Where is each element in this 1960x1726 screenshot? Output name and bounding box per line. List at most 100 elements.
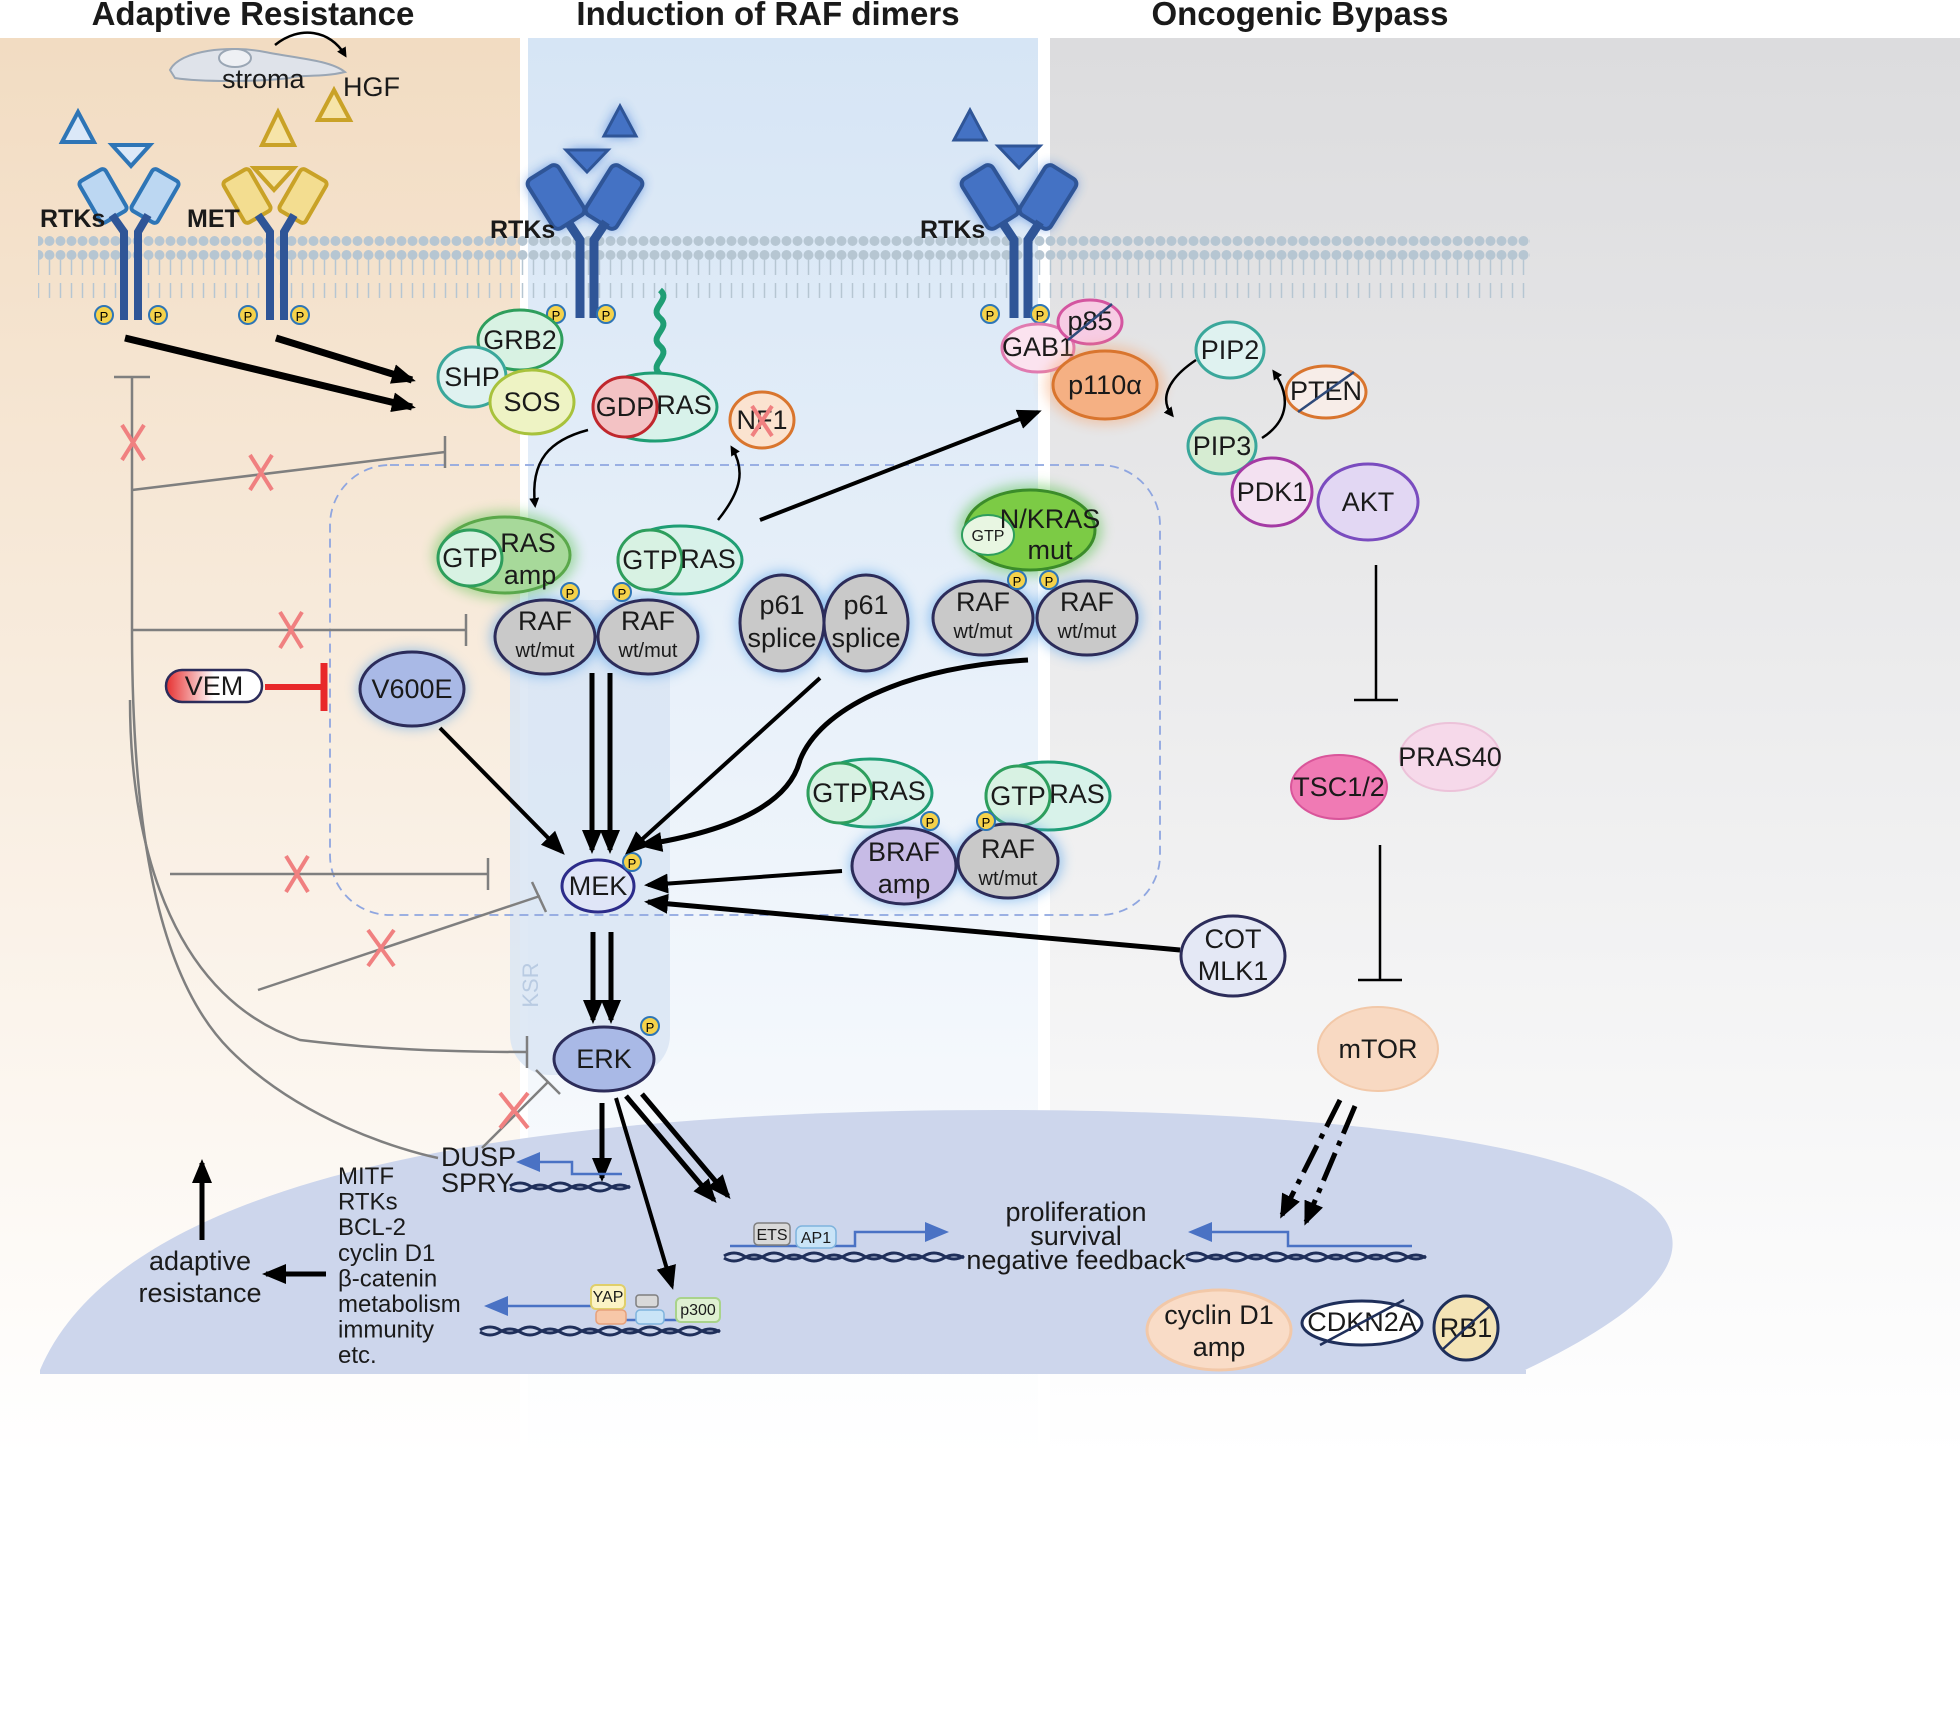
- gtp-node: [961, 514, 1015, 556]
- ras-membrane-anchor: [653, 287, 667, 377]
- gtp-node: [616, 528, 684, 592]
- target-gene-item: cyclin D1: [338, 1240, 435, 1267]
- svg-text:YAP: YAP: [593, 1289, 624, 1306]
- svg-text:ERK: ERK: [576, 1044, 632, 1074]
- svg-text:PRAS40: PRAS40: [1398, 742, 1502, 772]
- akt-inhibit-tsc: [1354, 565, 1402, 982]
- svg-text:PDK1: PDK1: [1237, 477, 1308, 507]
- svg-text:P: P: [1045, 574, 1054, 589]
- pip3-node: [1186, 416, 1258, 476]
- target-gene-item: BCL-2: [338, 1214, 406, 1241]
- p85-loss-slash: [1067, 303, 1113, 341]
- svg-text:amp: amp: [504, 560, 557, 590]
- met-label: MET: [187, 205, 240, 233]
- svg-text:RAF: RAF: [956, 587, 1010, 617]
- svg-text:wt/mut: wt/mut: [618, 640, 678, 662]
- raf-node: [1035, 579, 1139, 657]
- adaptive-resistance-label-1: adaptive: [149, 1246, 251, 1276]
- svg-text:GAB1: GAB1: [1002, 332, 1074, 362]
- svg-text:GDP: GDP: [596, 392, 655, 422]
- svg-text:wt/mut: wt/mut: [978, 868, 1038, 890]
- hgf-ligand: [249, 166, 299, 193]
- header-adaptive-resistance: Adaptive Resistance: [92, 0, 415, 32]
- svg-text:P: P: [566, 586, 575, 601]
- svg-text:P: P: [1036, 308, 1045, 323]
- svg-text:COT: COT: [1205, 924, 1262, 954]
- rtks-left-label: RTKs: [40, 205, 105, 233]
- phospho-braf: P P: [920, 811, 996, 831]
- rtks-right-label: RTKs: [920, 216, 985, 244]
- sos-node: [488, 368, 576, 436]
- target-gene-item: immunity: [338, 1317, 434, 1344]
- svg-text:MEK: MEK: [569, 871, 628, 901]
- rtk-receptor-left: [77, 167, 181, 320]
- pip2-node: [1194, 320, 1266, 380]
- ligand-triangle: [107, 143, 155, 169]
- hgf-ligand: [314, 85, 354, 122]
- svg-text:RAS: RAS: [656, 390, 712, 420]
- pdk1-node: [1230, 456, 1314, 528]
- svg-text:P: P: [926, 815, 935, 830]
- pras40-node: [1399, 722, 1501, 792]
- svg-text:mut: mut: [1027, 535, 1073, 565]
- rtk-receptor-middle: [525, 102, 645, 318]
- rtks-middle-label: RTKs: [490, 216, 555, 244]
- target-gene-item: metabolism: [338, 1291, 461, 1318]
- svg-text:P: P: [552, 308, 561, 323]
- svg-text:AP1: AP1: [801, 1230, 831, 1247]
- adaptive-resistance-label-2: resistance: [138, 1278, 261, 1308]
- svg-text:TSC1/2: TSC1/2: [1293, 772, 1385, 802]
- braf-amp-node: [850, 826, 958, 906]
- svg-text:P: P: [154, 309, 163, 324]
- svg-text:P: P: [296, 309, 305, 324]
- svg-text:V600E: V600E: [371, 674, 452, 704]
- mek-node: [560, 858, 636, 914]
- svg-text:P: P: [986, 308, 995, 323]
- outcome-survival: survival: [1030, 1221, 1122, 1251]
- svg-text:GTP: GTP: [990, 781, 1046, 811]
- cot-mlk1-node: [1179, 914, 1287, 998]
- svg-text:p110α: p110α: [1068, 370, 1142, 400]
- gtp-node: [806, 761, 874, 825]
- rb1-loss-slash: [1441, 1305, 1491, 1351]
- gab1-node: [1000, 322, 1076, 374]
- svg-text:RAS: RAS: [500, 528, 556, 558]
- svg-text:mTOR: mTOR: [1339, 1034, 1418, 1064]
- svg-text:p61: p61: [759, 590, 804, 620]
- gtp-node: [436, 528, 504, 588]
- stroma-label: stroma: [222, 64, 306, 94]
- svg-text:RAS: RAS: [680, 544, 736, 574]
- svg-text:GTP: GTP: [442, 543, 498, 573]
- svg-text:wt/mut: wt/mut: [515, 640, 575, 662]
- raf-node: [931, 579, 1035, 657]
- yap-gene: YAP p300: [479, 1284, 721, 1337]
- svg-text:VEM: VEM: [185, 671, 244, 701]
- svg-text:splice: splice: [747, 623, 816, 653]
- raf-node: [493, 598, 597, 676]
- svg-text:amp: amp: [878, 869, 931, 899]
- spry-label: SPRY: [441, 1168, 514, 1198]
- header-oncogenic-bypass: Oncogenic Bypass: [1151, 0, 1448, 32]
- ksr-label: KSR: [518, 962, 543, 1007]
- pten-loss-slash: [1297, 370, 1355, 414]
- svg-text:wt/mut: wt/mut: [1057, 621, 1117, 643]
- svg-text:RAF: RAF: [621, 606, 675, 636]
- cdkn2a-loss-slash: [1319, 1298, 1405, 1347]
- raf-dimer-box: [329, 464, 1161, 916]
- svg-text:P: P: [602, 308, 611, 323]
- svg-text:cyclin D1: cyclin D1: [1164, 1300, 1274, 1330]
- svg-text:P: P: [244, 309, 253, 324]
- svg-text:splice: splice: [831, 623, 900, 653]
- svg-text:GTP: GTP: [812, 778, 868, 808]
- svg-text:P: P: [628, 856, 637, 871]
- dusp-gene: [509, 1152, 631, 1193]
- hgf-label: HGF: [343, 72, 400, 102]
- hgf-ligand: [258, 107, 298, 147]
- blocked-feedback-crosses: [120, 423, 530, 1130]
- svg-text:MLK1: MLK1: [1198, 956, 1269, 986]
- svg-text:RAS: RAS: [870, 776, 926, 806]
- target-gene-item: RTKs: [338, 1189, 398, 1216]
- negative-feedback-lines: [114, 375, 561, 1160]
- svg-text:RAF: RAF: [518, 606, 572, 636]
